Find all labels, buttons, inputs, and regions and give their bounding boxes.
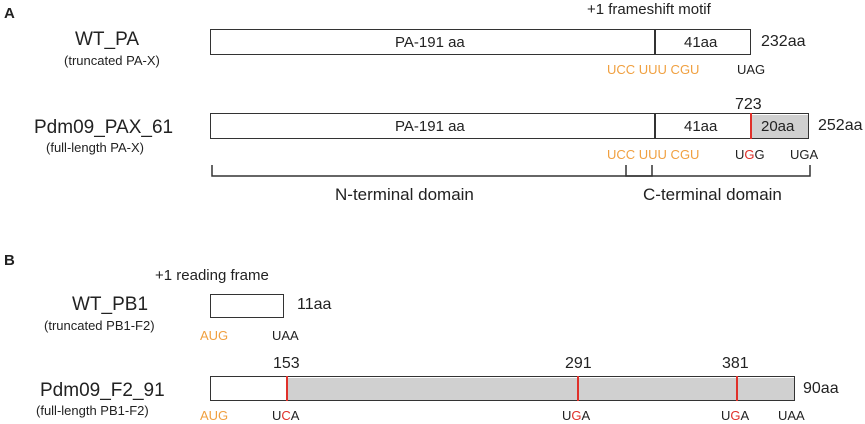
- wt-pb1-length: 11aa: [297, 296, 332, 313]
- pdm-f2-start: AUG: [200, 408, 229, 423]
- pdm-pax-subtitle: (full-length PA-X): [46, 140, 145, 155]
- panel-b-label: B: [4, 252, 15, 269]
- pdm-f2-codon-1: UCA: [272, 408, 300, 423]
- wt-pb1-subtitle: (truncated PB1-F2): [44, 318, 155, 333]
- pdm-f2-codon-3: UGA: [721, 408, 750, 423]
- wt-pa-length: 232aa: [761, 33, 806, 50]
- pdm-f2-subtitle: (full-length PB1-F2): [36, 403, 149, 418]
- wt-pb1-stop: UAA: [272, 328, 299, 343]
- panel-a-label: A: [4, 5, 15, 22]
- pdm-f2-stop: UAA: [778, 408, 805, 423]
- pdm-pax-bar: [210, 113, 809, 139]
- pax-position-723: 723: [735, 96, 762, 113]
- wt-pb1-name: WT_PB1: [72, 294, 149, 315]
- f2-position-291: 291: [565, 355, 592, 372]
- pdm-pax-seg1-label: PA-191 aa: [395, 118, 465, 135]
- pdm-pax-mut-codon: UGG: [735, 147, 765, 162]
- pdm-pax-motif: UCC UUU CGU: [607, 147, 700, 162]
- pdm-pax-stop: UGA: [790, 147, 819, 162]
- pdm-f2-length: 90aa: [803, 380, 839, 397]
- pdm-pax-divider: [654, 113, 656, 139]
- wt-pb1-start: AUG: [200, 328, 229, 343]
- pdm-pax-seg3-label: 20aa: [761, 118, 795, 135]
- wt-pa-divider: [654, 29, 656, 55]
- c-terminal-domain-label: C-terminal domain: [643, 185, 782, 204]
- wt-pa-subtitle: (truncated PA-X): [64, 53, 160, 68]
- wt-pa-bar: [210, 29, 751, 55]
- wt-pb1-bar: [210, 294, 284, 318]
- pdm-pax-extension-shading: [752, 114, 808, 138]
- pdm-f2-codon-2: UGA: [562, 408, 591, 423]
- f2-position-153: 153: [273, 355, 300, 372]
- wt-pa-seg2-label: 41aa: [684, 34, 718, 51]
- pdm-pax-seg2-label: 41aa: [684, 118, 718, 135]
- n-terminal-domain-label: N-terminal domain: [335, 185, 474, 204]
- pdm-f2-mutation-line-1: [286, 376, 288, 401]
- pdm-f2-mutation-line-2: [577, 376, 579, 401]
- c-terminal-bracket: [625, 165, 811, 177]
- pdm-pax-name: Pdm09_PAX_61: [34, 117, 174, 138]
- reading-frame-label: +1 reading frame: [155, 267, 269, 284]
- pdm-pax-mutation-line: [750, 113, 752, 139]
- wt-pa-stop: UAG: [737, 62, 766, 77]
- pdm-f2-name: Pdm09_F2_91: [40, 380, 165, 401]
- wt-pa-name: WT_PA: [75, 29, 140, 50]
- n-terminal-bracket: [211, 165, 653, 177]
- wt-pa-seg1-label: PA-191 aa: [395, 34, 465, 51]
- pdm-pax-length: 252aa: [818, 117, 863, 134]
- f2-position-381: 381: [722, 355, 749, 372]
- pdm-f2-extension-shading: [287, 377, 794, 400]
- wt-pa-motif: UCC UUU CGU: [607, 62, 700, 77]
- frameshift-motif-label: +1 frameshift motif: [587, 1, 711, 18]
- pdm-f2-mutation-line-3: [736, 376, 738, 401]
